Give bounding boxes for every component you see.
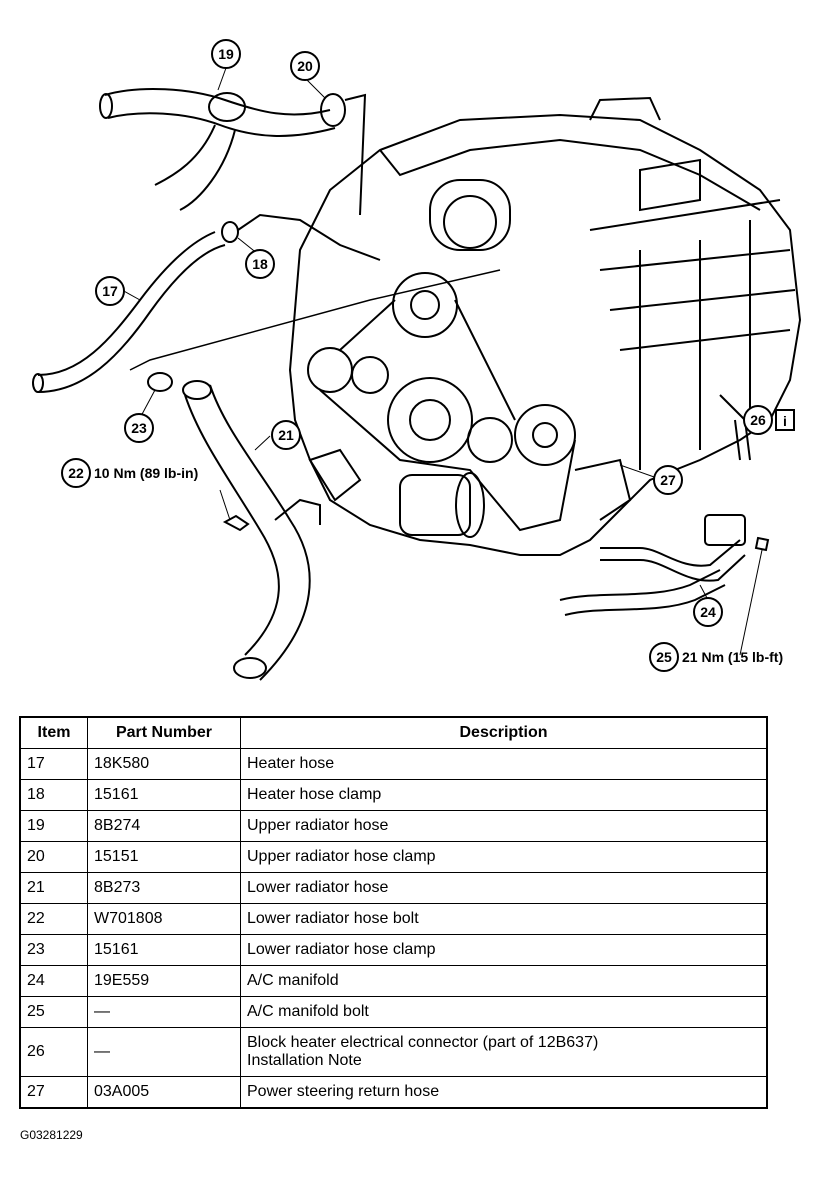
cell-item: 26 — [19, 1027, 88, 1077]
callout-22-label: 22 — [68, 465, 84, 481]
cell-part: — — [87, 1027, 241, 1077]
accessory-drive — [307, 272, 632, 538]
header-part-number: Part Number — [87, 716, 241, 749]
cell-desc: Heater hose clamp — [240, 779, 768, 811]
callout-26-label: 26 — [750, 412, 766, 428]
cell-part: 15161 — [87, 934, 241, 966]
cell-desc: Upper radiator hose — [240, 810, 768, 842]
lower-radiator-hose — [182, 380, 321, 681]
table-row: 17 18K580 Heater hose — [19, 748, 768, 780]
header-item: Item — [19, 716, 88, 749]
cell-item: 18 — [19, 779, 88, 811]
callout-19-label: 19 — [218, 46, 234, 62]
torque-spec-22: 10 Nm (89 lb-in) — [94, 465, 198, 481]
ac-manifold-bolt — [739, 536, 770, 656]
lower-hose-bolt — [219, 489, 250, 532]
callout-19: 19 — [211, 39, 241, 69]
callout-26: 26 — [743, 405, 773, 435]
figure-id: G03281229 — [20, 1128, 83, 1142]
cell-item: 22 — [19, 903, 88, 935]
cell-part: 03A005 — [87, 1076, 241, 1109]
callout-21: 21 — [271, 420, 301, 450]
cell-part: 15151 — [87, 841, 241, 873]
callout-23: 23 — [124, 413, 154, 443]
cell-item: 19 — [19, 810, 88, 842]
callout-24: 24 — [693, 597, 723, 627]
callout-27: 27 — [653, 465, 683, 495]
callout-24-label: 24 — [700, 604, 716, 620]
callout-17: 17 — [95, 276, 125, 306]
cell-item: 21 — [19, 872, 88, 904]
cell-part: W701808 — [87, 903, 241, 935]
table-header-row: Item Part Number Description — [19, 716, 768, 749]
upper-radiator-hose — [99, 87, 336, 211]
leader-lines — [121, 67, 708, 599]
table-row: 23 15161 Lower radiator hose clamp — [19, 934, 768, 966]
upper-hose-clamp — [320, 93, 367, 216]
cell-desc-line-1: Block heater electrical connector (part … — [247, 1034, 599, 1051]
cell-part: 15161 — [87, 779, 241, 811]
callout-17-label: 17 — [102, 283, 118, 299]
table-row: 19 8B274 Upper radiator hose — [19, 810, 768, 842]
table-row: 27 03A005 Power steering return hose — [19, 1076, 768, 1109]
cell-part: 8B273 — [87, 872, 241, 904]
cell-item: 27 — [19, 1076, 88, 1109]
installation-note-link[interactable]: Installation Note — [247, 1052, 362, 1069]
cell-desc: Lower radiator hose — [240, 872, 768, 904]
callout-25-label: 25 — [656, 649, 672, 665]
header-description: Description — [240, 716, 768, 749]
ac-manifold — [559, 514, 746, 616]
info-icon[interactable]: i — [775, 409, 795, 431]
table-row: 18 15161 Heater hose clamp — [19, 779, 768, 811]
heater-hose-clamp — [221, 213, 381, 261]
cell-item: 25 — [19, 996, 88, 1028]
table-row: 25 — A/C manifold bolt — [19, 996, 768, 1028]
callout-23-label: 23 — [131, 420, 147, 436]
cell-desc: Heater hose — [240, 748, 768, 780]
cell-part: 18K580 — [87, 748, 241, 780]
callout-20: 20 — [290, 51, 320, 81]
callout-27-label: 27 — [660, 472, 676, 488]
cell-desc: Lower radiator hose clamp — [240, 934, 768, 966]
cell-part: — — [87, 996, 241, 1028]
callout-18: 18 — [245, 249, 275, 279]
cell-item: 20 — [19, 841, 88, 873]
cell-part: 19E559 — [87, 965, 241, 997]
callout-21-label: 21 — [278, 427, 294, 443]
cell-desc: Upper radiator hose clamp — [240, 841, 768, 873]
cell-item: 23 — [19, 934, 88, 966]
cell-desc: Lower radiator hose bolt — [240, 903, 768, 935]
table-row: 24 19E559 A/C manifold — [19, 965, 768, 997]
callout-22: 22 10 Nm (89 lb-in) — [61, 458, 198, 488]
cell-desc: A/C manifold — [240, 965, 768, 997]
table-row: 22 W701808 Lower radiator hose bolt — [19, 903, 768, 935]
cell-desc: Power steering return hose — [240, 1076, 768, 1109]
parts-table: Item Part Number Description 17 18K580 H… — [19, 716, 768, 1109]
table-row: 26 — Block heater electrical connector (… — [19, 1027, 768, 1077]
cell-desc: Block heater electrical connector (part … — [240, 1027, 768, 1077]
cell-item: 24 — [19, 965, 88, 997]
heater-hose — [32, 231, 226, 393]
cell-item: 17 — [19, 748, 88, 780]
info-icon-label: i — [783, 413, 787, 429]
cell-desc: A/C manifold bolt — [240, 996, 768, 1028]
table-row: 21 8B273 Lower radiator hose — [19, 872, 768, 904]
table-row: 20 15151 Upper radiator hose clamp — [19, 841, 768, 873]
lower-hose-clamp — [147, 372, 173, 392]
callout-18-label: 18 — [252, 256, 268, 272]
torque-spec-25: 21 Nm (15 lb-ft) — [682, 649, 783, 665]
callout-20-label: 20 — [297, 58, 313, 74]
callout-25: 25 21 Nm (15 lb-ft) — [649, 642, 783, 672]
cell-part: 8B274 — [87, 810, 241, 842]
engine-cooling-diagram: 19 20 18 17 23 21 22 10 Nm (89 lb-in) 26… — [32, 39, 802, 681]
